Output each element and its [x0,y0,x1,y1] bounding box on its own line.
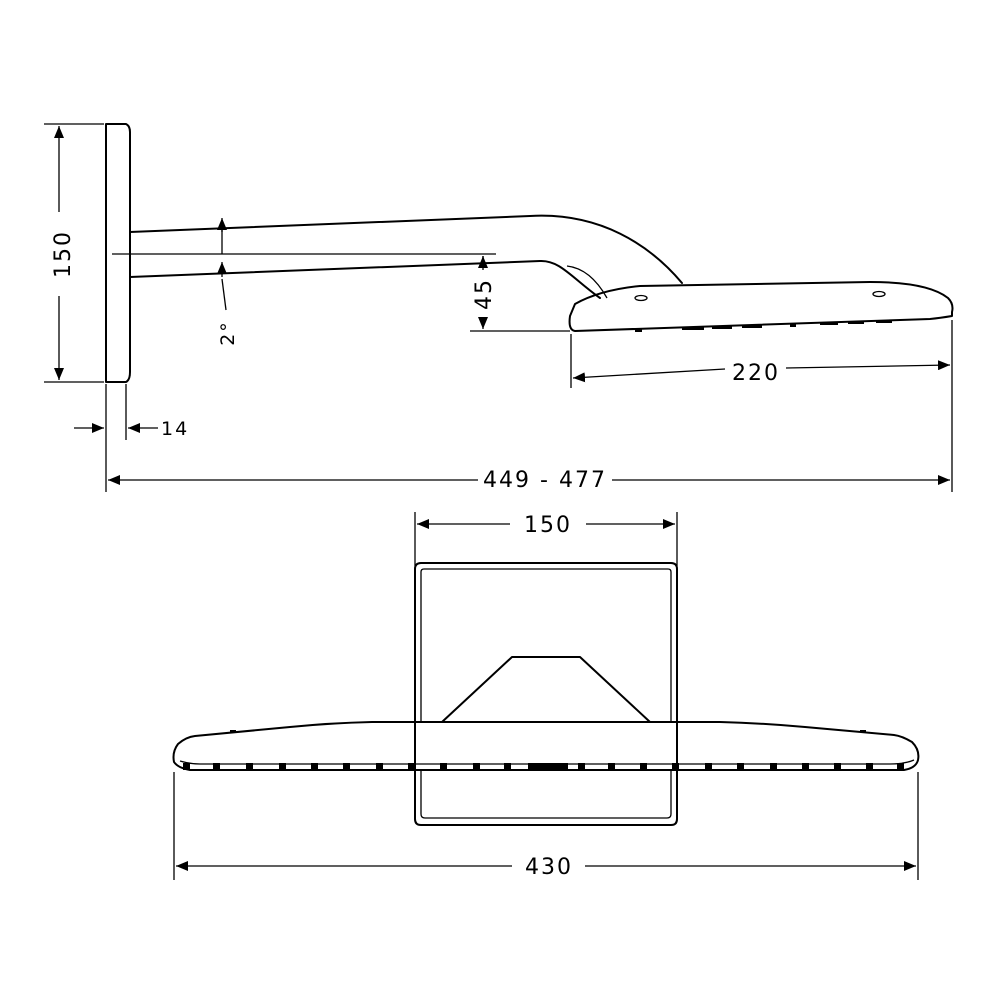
dim-head-depth: 220 [732,361,780,386]
front-nozzles [183,763,904,770]
dim-total-projection: 449 - 477 [483,468,607,493]
side-view: 150 2° 45 220 14 449 - 477 [44,123,954,493]
front-shower-head [172,721,920,771]
dim-wall-plate-height: 150 [51,230,76,278]
dim-head-offset: 45 [472,278,497,310]
side-wall-plate [105,123,131,383]
front-wall-plate [414,562,678,826]
side-shower-arm [129,214,683,284]
dim-wall-plate-depth: 14 [161,418,189,440]
front-view: 150 [172,512,920,880]
front-arm-connector [441,656,651,723]
side-shower-head [568,281,954,332]
dim-arm-angle: 2° [217,320,239,346]
side-nozzles [635,320,892,332]
dim-head-width: 430 [525,855,573,880]
dim-plate-width: 150 [524,513,572,538]
